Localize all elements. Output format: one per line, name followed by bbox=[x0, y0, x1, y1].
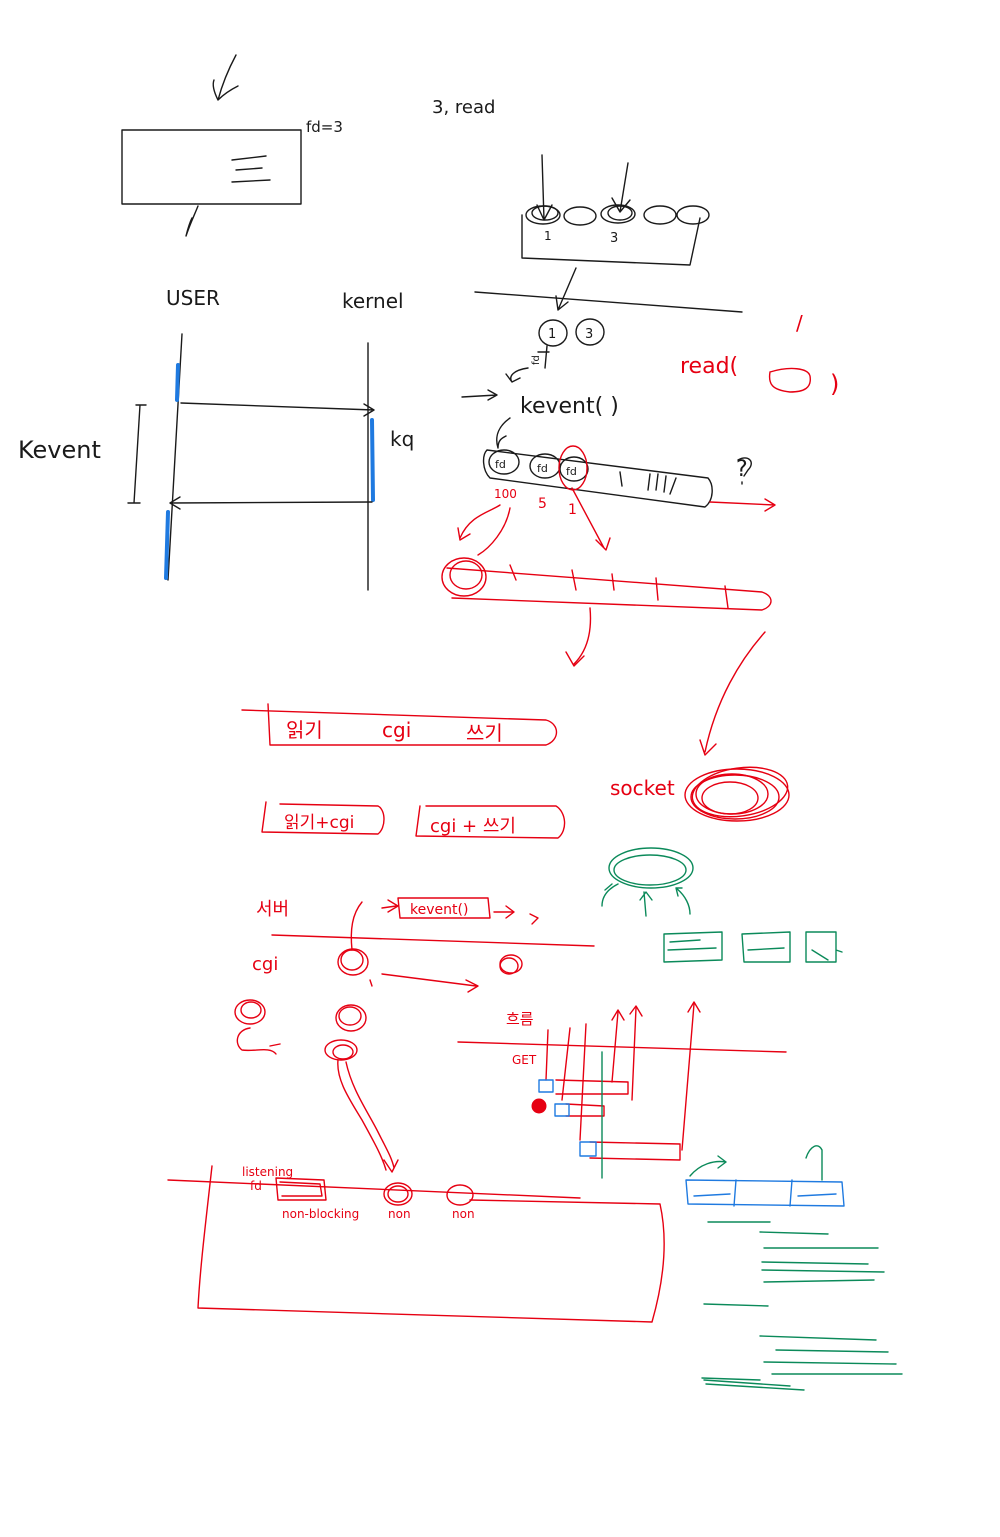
list-num-1: 1 bbox=[568, 502, 577, 518]
listening-label: listening bbox=[242, 1165, 293, 1179]
kevent-box-label: kevent() bbox=[410, 902, 468, 918]
list-num-5: 5 bbox=[538, 496, 547, 512]
kevent-side-label: Kevent bbox=[18, 436, 101, 464]
process-circles bbox=[234, 999, 399, 1173]
read-tick-label: / bbox=[796, 311, 803, 335]
circle-1-label: 1 bbox=[548, 327, 556, 342]
server-cgi-timeline: 서버 cgi kevent() bbox=[252, 897, 595, 993]
user-kernel-divider bbox=[474, 291, 743, 313]
get-label: GET bbox=[512, 1053, 537, 1067]
queue-num-3: 3 bbox=[610, 231, 618, 246]
row2-read-cgi: 읽기+cgi bbox=[284, 813, 354, 833]
user-kernel-diagram: USER kernel Kevent kq bbox=[18, 286, 414, 591]
comment-kr-label: 흐름 bbox=[506, 1010, 534, 1028]
fd-vertical-label: fd bbox=[531, 355, 542, 365]
kevent-call-label: kevent( ) bbox=[520, 394, 619, 419]
list-fd-2: fd bbox=[537, 462, 548, 475]
fd-list-sketch: fd fd fd ? bbox=[482, 449, 752, 508]
listening-fd-label: fd bbox=[250, 1179, 262, 1193]
request-flow-sketch: 흐름 GET bbox=[457, 1001, 787, 1179]
fd3-label: fd=3 bbox=[306, 118, 343, 136]
user-label: USER bbox=[166, 286, 220, 310]
red-buffer-sketch: 100 5 1 bbox=[441, 445, 772, 756]
three-read-label: 3, read bbox=[432, 97, 495, 118]
stage-row-1: 읽기 cgi 쓰기 bbox=[241, 703, 558, 746]
fd-queue-sketch: 1 3 bbox=[521, 154, 710, 266]
kernel-label: kernel bbox=[342, 289, 404, 313]
kq-label: kq bbox=[390, 427, 414, 451]
read-close-label: ) bbox=[830, 370, 839, 398]
question-mark: ? bbox=[736, 457, 748, 482]
stage-row-2: 읽기+cgi cgi + 쓰기 bbox=[261, 801, 566, 839]
process-box-sketch: fd=3 bbox=[121, 54, 343, 237]
blue-buffer-sketch bbox=[685, 1145, 903, 1391]
kevent-call-sketch: kevent( ) bbox=[461, 389, 619, 449]
list-num-100: 100 bbox=[494, 487, 517, 501]
list-fd-3: fd bbox=[566, 465, 577, 478]
row1-write: 쓰기 bbox=[466, 721, 503, 745]
row2-cgi-write: cgi + 쓰기 bbox=[430, 816, 516, 837]
ready-fds-sketch: 1 3 fd bbox=[505, 318, 605, 383]
non-2-label: non bbox=[452, 1207, 475, 1221]
socket-label: socket bbox=[610, 776, 675, 800]
non-blocking-label: non-blocking bbox=[282, 1207, 359, 1221]
queue-down-arrow bbox=[555, 267, 577, 311]
socket-sketch: socket bbox=[610, 766, 790, 822]
read-call-annotation: read( / ) bbox=[680, 311, 839, 512]
circle-3-label: 3 bbox=[585, 327, 593, 342]
listening-socket-sketch: listening fd non-blocking non non bbox=[167, 1165, 665, 1323]
row1-read: 읽기 bbox=[286, 718, 323, 742]
server-label: 서버 bbox=[256, 899, 289, 920]
green-node-sketch bbox=[601, 847, 843, 963]
cgi-label: cgi bbox=[252, 954, 278, 975]
list-fd-1: fd bbox=[495, 458, 506, 471]
non-1-label: non bbox=[388, 1207, 411, 1221]
row1-cgi: cgi bbox=[382, 718, 411, 742]
read-call-label: read( bbox=[680, 354, 738, 379]
queue-num-1: 1 bbox=[544, 229, 552, 243]
